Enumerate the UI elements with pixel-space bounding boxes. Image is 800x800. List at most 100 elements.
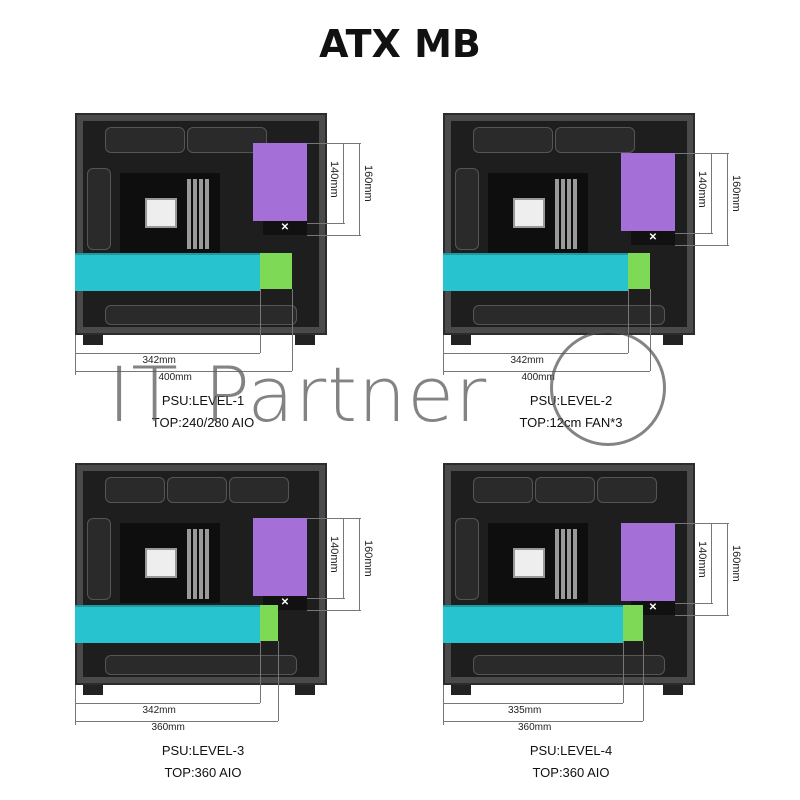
psu-tall-label: 160mm <box>362 540 374 577</box>
dim-tick <box>675 615 729 616</box>
dim-tick <box>307 235 361 236</box>
ram-stick <box>199 529 203 599</box>
psu-block <box>253 143 307 221</box>
ram-stick <box>187 529 191 599</box>
ram-stick <box>573 529 577 599</box>
dim-tick <box>443 335 444 375</box>
ram-stick <box>187 179 191 249</box>
ram-stick <box>193 529 197 599</box>
gpu-length-line <box>443 703 623 704</box>
graphics-card <box>75 605 260 643</box>
max-length-line <box>443 721 643 722</box>
psu-level-label: PSU:LEVEL-4 <box>529 743 613 758</box>
case-foot <box>83 335 103 345</box>
dim-tick <box>260 641 261 703</box>
max-length-line <box>75 371 292 372</box>
ram-stick <box>567 529 571 599</box>
gpu-length-label: 342mm <box>142 355 176 366</box>
gpu-length-line <box>443 353 628 354</box>
bottom-fan-icon <box>473 655 665 675</box>
max-length-label: 360mm <box>518 722 552 733</box>
case-foot <box>451 685 471 695</box>
psu-tall-line <box>359 518 360 610</box>
psu-tall-line <box>359 143 360 235</box>
psu-short-line <box>343 143 344 223</box>
dim-tick <box>675 245 729 246</box>
case-foot <box>83 685 103 695</box>
ram-stick <box>567 179 571 249</box>
psu-block <box>253 518 307 596</box>
top-cooling-label: TOP:360 AIO <box>164 765 242 780</box>
case-foot <box>295 685 315 695</box>
rear-fan-icon <box>87 168 111 250</box>
cpu-socket <box>145 548 177 578</box>
max-length-line <box>443 371 650 372</box>
case-foot <box>663 685 683 695</box>
graphics-card-end <box>628 253 650 289</box>
ram-stick <box>193 179 197 249</box>
dim-tick <box>628 289 629 353</box>
case-foot <box>663 335 683 345</box>
top-fan-icon <box>473 127 553 153</box>
dim-tick <box>675 153 729 154</box>
psu-short-line <box>343 518 344 598</box>
dim-tick <box>643 641 644 721</box>
top-fan-icon <box>535 477 595 503</box>
rear-fan-icon <box>455 168 479 250</box>
ram-stick <box>555 529 559 599</box>
page-title: ATX MB <box>319 22 481 66</box>
dim-tick <box>260 289 261 353</box>
graphics-card <box>443 605 623 643</box>
watermark-logo-icon <box>550 330 666 446</box>
psu-block <box>621 523 675 601</box>
ram-stick <box>205 179 209 249</box>
dim-tick <box>307 518 361 519</box>
psu-short-label: 140mm <box>696 171 708 208</box>
psu-short-label: 140mm <box>328 536 340 573</box>
psu-tall-label: 160mm <box>730 545 742 582</box>
top-cooling-label: TOP:240/280 AIO <box>151 415 255 430</box>
dim-tick <box>307 598 345 599</box>
max-length-label: 400mm <box>521 372 555 383</box>
psu-tall-line <box>727 153 728 245</box>
graphics-card <box>443 253 628 291</box>
top-cooling-label: TOP:360 AIO <box>532 765 610 780</box>
ram-stick <box>205 529 209 599</box>
cpu-socket <box>145 198 177 228</box>
psu-tall-label: 160mm <box>730 175 742 212</box>
psu-tall-line <box>727 523 728 615</box>
top-fan-icon <box>555 127 635 153</box>
dim-tick <box>292 289 293 371</box>
psu-block <box>621 153 675 231</box>
top-fan-icon <box>597 477 657 503</box>
dim-tick <box>675 523 729 524</box>
gpu-length-label: 335mm <box>508 705 542 716</box>
top-fan-icon <box>105 127 185 153</box>
cpu-socket <box>513 198 545 228</box>
ram-stick <box>561 529 565 599</box>
gpu-length-line <box>75 353 260 354</box>
bottom-fan-icon <box>105 305 297 325</box>
psu-short-label: 140mm <box>696 541 708 578</box>
psu-level-label: PSU:LEVEL-1 <box>161 393 245 408</box>
graphics-card-end <box>260 253 292 289</box>
psu-short-label: 140mm <box>328 161 340 198</box>
max-length-label: 400mm <box>158 372 192 383</box>
psu-bracket: ✕ <box>263 221 307 235</box>
max-length-line <box>75 721 278 722</box>
gpu-length-line <box>75 703 260 704</box>
ram-stick <box>573 179 577 249</box>
dim-tick <box>443 685 444 725</box>
graphics-card-end <box>623 605 643 641</box>
rear-fan-icon <box>87 518 111 600</box>
watermark: IT Partner <box>108 350 488 439</box>
gpu-length-label: 342mm <box>510 355 544 366</box>
case-foot <box>451 335 471 345</box>
dim-tick <box>675 233 713 234</box>
max-length-label: 360mm <box>151 722 185 733</box>
dim-tick <box>650 289 651 371</box>
dim-tick <box>623 641 624 703</box>
